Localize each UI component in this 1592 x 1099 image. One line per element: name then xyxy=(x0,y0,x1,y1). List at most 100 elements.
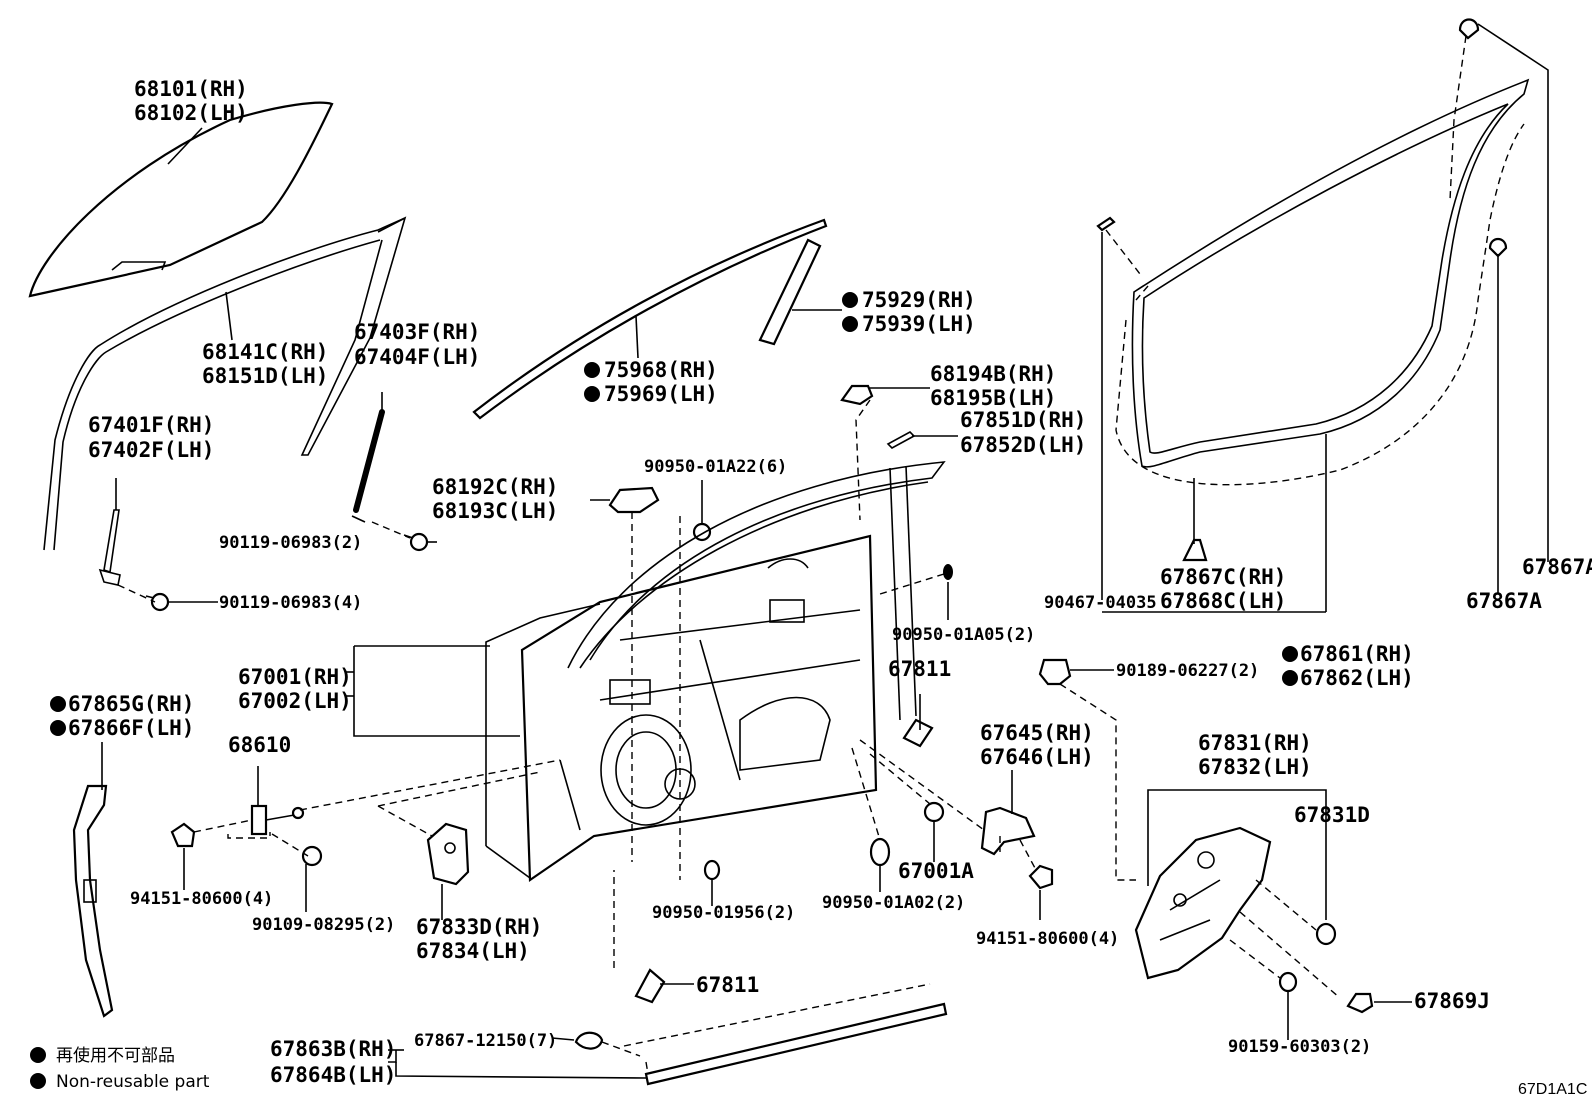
scuff-plate-67863 xyxy=(623,983,948,1086)
label-67645: 67645(RH) xyxy=(980,721,1094,745)
tape-67811-a xyxy=(902,718,934,748)
label-67811-b: 67811 xyxy=(696,973,759,997)
diagram-code: 67D1A1C xyxy=(1518,1081,1587,1098)
label-67002: 67002(LH) xyxy=(238,689,352,713)
label-90950-a02: 90950-01A02(2) xyxy=(822,893,965,913)
clip-67869J xyxy=(1346,992,1374,1014)
belt-moulding-75968 xyxy=(472,218,828,420)
label-90467: 90467-04035 xyxy=(1044,593,1157,613)
non-reusable-marker xyxy=(50,720,66,736)
clip-67867A-side xyxy=(1488,237,1508,258)
legend-cn: 再使用不可部品 xyxy=(56,1045,175,1066)
non-reusable-marker xyxy=(842,292,858,308)
nut-94151-b xyxy=(1028,864,1054,890)
non-reusable-marker xyxy=(50,696,66,712)
label-67001: 67001(RH) xyxy=(238,665,352,689)
non-reusable-marker xyxy=(584,386,600,402)
label-67833: 67833D(RH) xyxy=(416,915,542,939)
label-90950-a05: 90950-01A05(2) xyxy=(892,625,1035,645)
division-bar-67401 xyxy=(98,509,121,586)
label-75969: 75969(LH) xyxy=(604,382,718,406)
label-67862: 67862(LH) xyxy=(1300,666,1414,690)
bracket-68194 xyxy=(840,384,874,406)
label-67867C: 67867C(RH) xyxy=(1160,565,1286,589)
label-67867A-b: 67867A xyxy=(1466,589,1542,613)
label-67863: 67863B(RH) xyxy=(270,1037,396,1061)
non-reusable-marker xyxy=(842,316,858,332)
label-67861: 67861(RH) xyxy=(1300,642,1414,666)
label-67404: 67404F(LH) xyxy=(354,345,480,369)
division-bar-67403 xyxy=(351,409,385,523)
cap-67001A xyxy=(923,801,945,823)
inner-panel-67831 xyxy=(1134,826,1272,980)
label-68141: 68141C(RH) xyxy=(202,340,328,364)
label-90119-a: 90119-06983(2) xyxy=(219,533,362,553)
label-68151: 68151D(LH) xyxy=(202,364,328,388)
label-68192: 68192C(RH) xyxy=(432,475,558,499)
door-glass-68101 xyxy=(28,101,334,298)
label-67865: 67865G(RH) xyxy=(68,692,194,716)
label-75929: 75929(RH) xyxy=(862,288,976,312)
label-67811-a: 67811 xyxy=(888,657,951,681)
non-reusable-marker xyxy=(1282,670,1298,686)
run-channel-68141 xyxy=(43,216,407,551)
label-67832: 67832(LH) xyxy=(1198,755,1312,779)
label-90159: 90159-60303(2) xyxy=(1228,1037,1371,1057)
label-67834: 67834(LH) xyxy=(416,939,530,963)
label-68195: 68195B(LH) xyxy=(930,386,1056,410)
clip-67867-12150 xyxy=(574,1031,604,1050)
label-68193: 68193C(LH) xyxy=(432,499,558,523)
seal-67865 xyxy=(72,784,114,1018)
door-panel-67001 xyxy=(485,461,946,883)
label-90189: 90189-06227(2) xyxy=(1116,661,1259,681)
label-67402: 67402F(LH) xyxy=(88,438,214,462)
nut-94151-a xyxy=(170,822,196,848)
plug-90950-a02 xyxy=(869,837,891,867)
label-67869J: 67869J xyxy=(1414,989,1490,1013)
bolt-90119-b xyxy=(145,592,170,612)
label-67867-12150: 67867-12150(7) xyxy=(414,1031,557,1051)
bracket-67851 xyxy=(886,431,916,449)
label-67831D: 67831D xyxy=(1294,803,1370,827)
label-67866: 67866F(LH) xyxy=(68,716,194,740)
non-reusable-marker xyxy=(584,362,600,378)
bolt-90109 xyxy=(301,845,323,867)
screw-90159 xyxy=(1278,971,1298,993)
plug-90950-956 xyxy=(703,859,721,881)
tape-67811-b xyxy=(634,968,666,1004)
label-67646: 67646(LH) xyxy=(980,745,1094,769)
label-90950-a22: 90950-01A22(6) xyxy=(644,457,787,477)
clip-67831D xyxy=(1315,922,1337,946)
label-67001A: 67001A xyxy=(898,859,974,883)
cover-67833 xyxy=(426,822,470,886)
clip-67867A-top xyxy=(1458,18,1480,40)
label-90119-b: 90119-06983(4) xyxy=(219,593,362,613)
label-68194: 68194B(RH) xyxy=(930,362,1056,386)
label-75968: 75968(RH) xyxy=(604,358,718,382)
label-67868C: 67868C(LH) xyxy=(1160,589,1286,613)
label-90109: 90109-08295(2) xyxy=(252,915,395,935)
clip-90467 xyxy=(1096,216,1116,232)
label-94151-a: 94151-80600(4) xyxy=(130,889,273,909)
leader-lines xyxy=(101,23,1549,1079)
garnish-75929 xyxy=(758,238,822,346)
legend-bullet xyxy=(30,1047,46,1063)
label-67852: 67852D(LH) xyxy=(960,433,1086,457)
label-68610: 68610 xyxy=(228,733,291,757)
label-67867A-a: 67867A xyxy=(1522,555,1592,579)
label-90950-956: 90950-01956(2) xyxy=(652,903,795,923)
callouts: 68101(RH) 68102(LH) 68141C(RH) 68151D(LH… xyxy=(50,77,1592,1087)
door-check-68610 xyxy=(250,804,305,836)
legend-bullet xyxy=(30,1073,46,1089)
bracket-68192 xyxy=(608,486,660,514)
weatherstrip-67861 xyxy=(1115,78,1530,486)
legend: 再使用不可部品 Non-reusable part xyxy=(30,1045,210,1092)
clip-67867C xyxy=(1182,538,1208,562)
non-reusable-marker xyxy=(1282,646,1298,662)
label-94151-b: 94151-80600(4) xyxy=(976,929,1119,949)
clip-90189 xyxy=(1038,658,1072,686)
label-67403: 67403F(RH) xyxy=(354,320,480,344)
label-75939: 75939(LH) xyxy=(862,312,976,336)
plug-90950-a05 xyxy=(943,564,953,580)
